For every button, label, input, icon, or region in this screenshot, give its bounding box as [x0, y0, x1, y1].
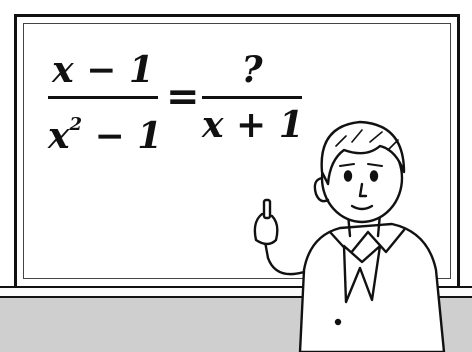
student-nose [358, 182, 368, 198]
left-fraction-bar [48, 96, 158, 99]
right-numerator: ? [241, 49, 263, 91]
student-hand [253, 212, 279, 246]
student-eye-right [369, 170, 379, 182]
left-denominator-exponent: 2 [69, 114, 82, 135]
whiteboard-frame [23, 23, 451, 279]
math-equation: x − 1 x2 − 1 = ? x + 1 [48, 48, 304, 178]
neck-scarf [342, 244, 382, 304]
student-eye-left [343, 170, 353, 182]
left-denominator-rest: − 1 [94, 115, 163, 157]
chalk [262, 198, 272, 220]
student-hair [320, 120, 406, 186]
left-denominator: x2 − 1 [48, 103, 162, 158]
equals-sign: = [166, 74, 200, 120]
shirt-button [334, 318, 342, 326]
right-denominator: x + 1 [202, 104, 304, 146]
left-fraction: x − 1 x2 − 1 [48, 48, 162, 158]
right-fraction-bar [202, 96, 302, 99]
student-ear [313, 176, 330, 203]
student-mouth [350, 204, 374, 211]
left-denominator-base: x [48, 115, 70, 157]
left-numerator: x − 1 [52, 49, 154, 91]
student-arm [262, 234, 306, 276]
right-fraction: ? x + 1 [202, 48, 304, 147]
